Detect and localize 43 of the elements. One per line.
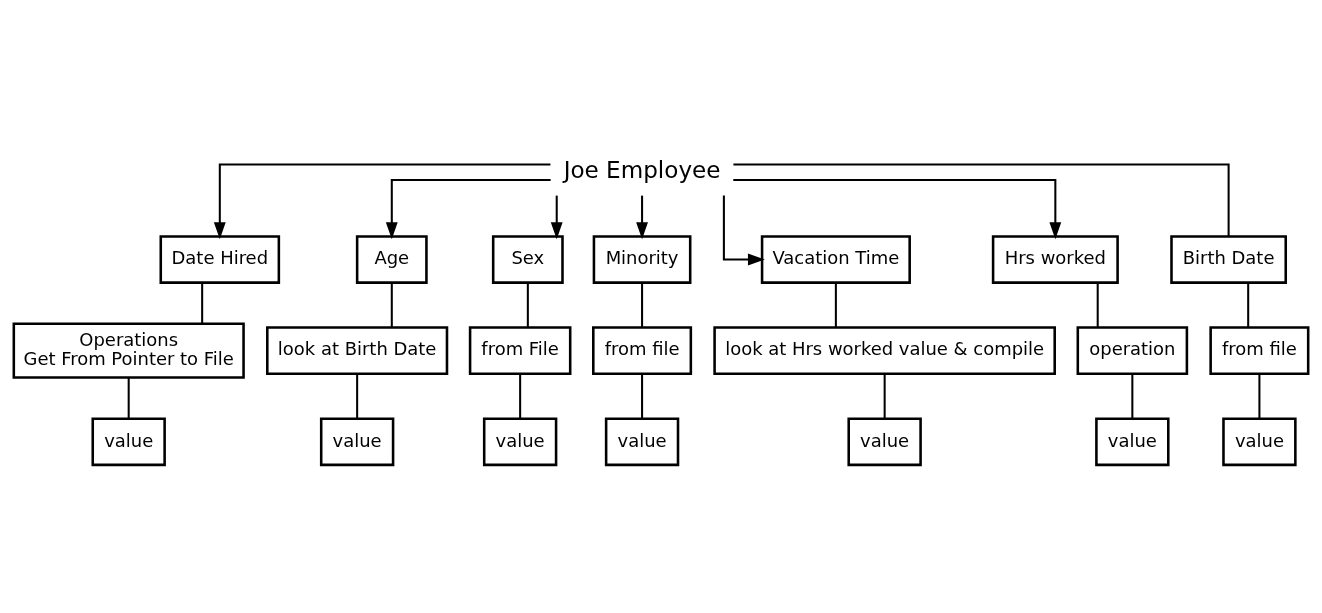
connector	[733, 163, 1230, 236]
node-box: Minority	[592, 234, 692, 284]
connector	[641, 282, 644, 327]
node-box: Date Hired	[159, 234, 281, 284]
node-box: value	[1095, 416, 1170, 466]
node-box: Sex	[491, 234, 564, 284]
node-text: Joe Employee	[563, 156, 721, 183]
connector	[834, 282, 837, 327]
connector	[1131, 373, 1134, 418]
node-box: Operations Get From Pointer to File	[12, 321, 245, 379]
connector	[390, 282, 393, 327]
arrow	[722, 195, 765, 265]
connector	[127, 377, 130, 418]
node-box: Age	[355, 234, 428, 284]
connector	[1258, 373, 1261, 418]
connector	[641, 373, 644, 418]
node-box: Hrs worked	[991, 234, 1119, 284]
node-box: Vacation Time	[760, 234, 911, 284]
node-box: value	[1222, 416, 1297, 466]
node-box: from File	[468, 325, 572, 375]
connector	[1096, 282, 1099, 327]
connector	[201, 282, 204, 323]
arrow	[636, 195, 648, 239]
connector	[1247, 282, 1250, 327]
node-box: from file	[1209, 325, 1310, 375]
node-box: value	[482, 416, 558, 466]
node-box: value	[91, 416, 166, 466]
arrow	[550, 195, 563, 239]
arrow	[733, 178, 1062, 239]
node-box: look at Birth Date	[266, 325, 449, 375]
arrow	[213, 163, 551, 239]
arrow	[385, 178, 551, 239]
node-box: value	[319, 416, 395, 466]
connector	[356, 373, 359, 418]
node-box: value	[847, 416, 922, 466]
node-box: Birth Date	[1170, 234, 1287, 284]
node-box: from file	[592, 325, 693, 375]
node-box: look at Hrs worked value & compile	[713, 325, 1056, 375]
connector	[526, 282, 529, 327]
node-box: operation	[1076, 325, 1189, 375]
connector	[883, 373, 886, 418]
node-box: value	[604, 416, 680, 466]
connector	[519, 373, 522, 418]
